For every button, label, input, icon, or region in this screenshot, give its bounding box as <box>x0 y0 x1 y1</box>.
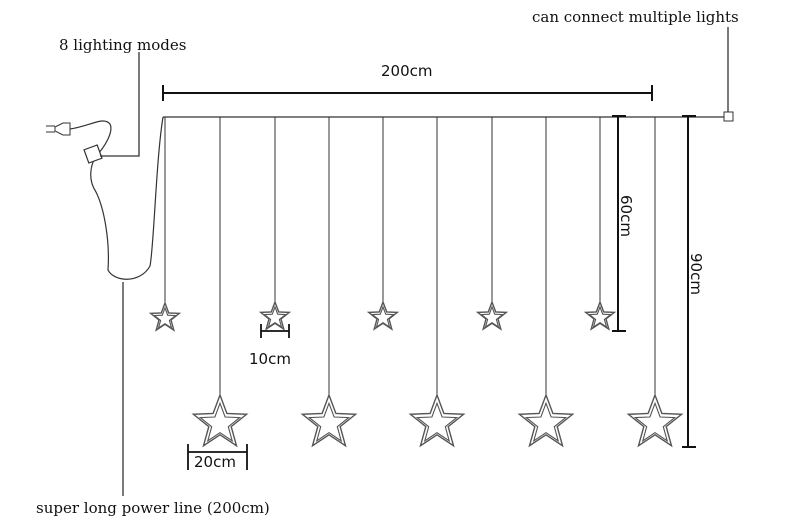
big-star-icon <box>300 392 358 448</box>
short-drop-label: 60cm <box>617 195 635 237</box>
end-connector <box>723 111 734 122</box>
modes-leader <box>100 52 140 157</box>
small-star-icon <box>583 300 617 331</box>
width-label: 200cm <box>381 62 433 80</box>
small-star-icon <box>148 301 182 332</box>
star-lights <box>148 300 684 448</box>
big-star-icon <box>517 392 575 448</box>
connect-lights-label: can connect multiple lights <box>532 8 739 26</box>
hanging-wires <box>164 117 656 397</box>
lighting-modes-label: 8 lighting modes <box>59 36 187 54</box>
controller-box <box>83 144 103 164</box>
big-star-icon <box>408 392 466 448</box>
power-line-label: super long power line (200cm) <box>36 499 270 517</box>
big-star-label: 20cm <box>194 453 236 471</box>
small-star-label: 10cm <box>249 350 291 368</box>
small-star-icon <box>366 300 400 331</box>
small-star-icon <box>258 300 292 331</box>
long-drop-label: 90cm <box>687 253 705 295</box>
small-star-icon <box>475 300 509 331</box>
big-star-icon <box>626 392 684 448</box>
big-star-icon <box>191 392 249 448</box>
plug-icon <box>54 122 71 136</box>
power-cable <box>69 116 164 280</box>
